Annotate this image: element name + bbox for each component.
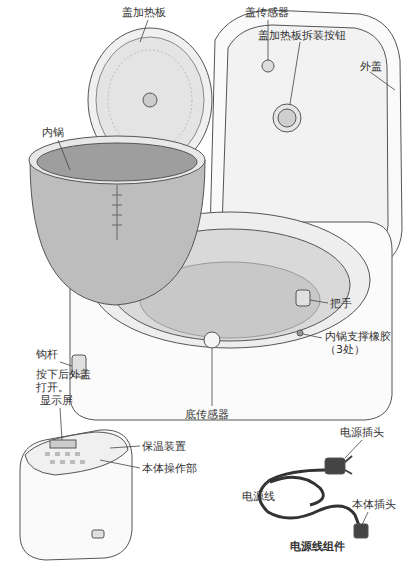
- part-label: 本体操作部: [142, 462, 197, 475]
- note-label: 按下后外盖打开。: [36, 368, 98, 394]
- part-label: 盖加热板拆装按钮: [258, 29, 346, 42]
- part-label: 底传感器: [185, 408, 229, 421]
- part-label: 本体插头: [352, 498, 396, 511]
- part-label: 电源线: [242, 490, 275, 503]
- part-label: 内锅: [42, 126, 64, 139]
- part-label: 内锅支撑橡胶（3处）: [325, 330, 395, 356]
- part-label: 盖加热板: [122, 6, 166, 19]
- part-label: 把手: [330, 297, 352, 310]
- part-label: 保温装置: [142, 440, 186, 453]
- part-label: 钩杆: [36, 348, 58, 361]
- part-label: 盖传感器: [245, 6, 289, 19]
- group-label: 电源线组件: [290, 540, 345, 553]
- part-label: 外盖: [360, 60, 382, 73]
- part-label: 电源插头: [340, 426, 384, 439]
- part-label: 显示屏: [40, 394, 73, 407]
